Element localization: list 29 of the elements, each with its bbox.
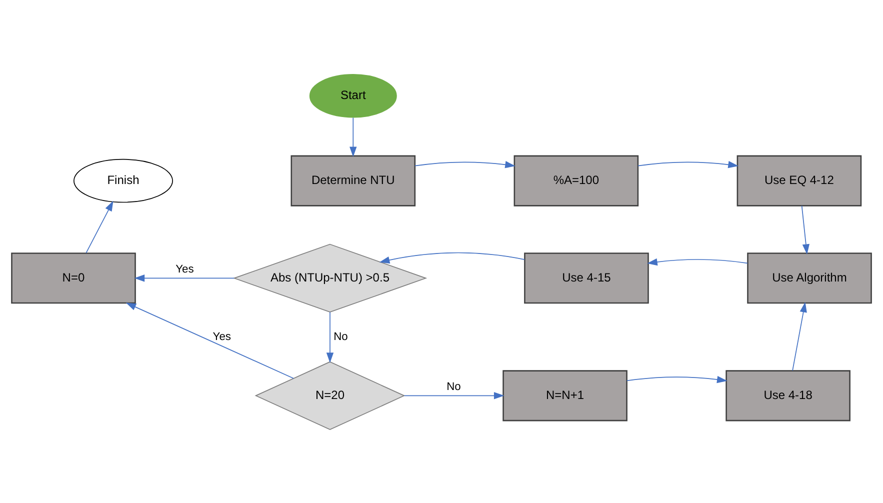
arrow (801, 204, 810, 254)
arrow (326, 311, 334, 362)
node-diamond: Abs (NTUp-NTU) >0.5 (232, 243, 428, 312)
node-box: Use 4-15 (524, 252, 649, 304)
node-box: N=0 (11, 252, 136, 304)
arrow (638, 160, 738, 168)
node-box: Use 4-18 (726, 370, 850, 421)
node-ellipse: Start (309, 74, 397, 118)
edge-label: No (446, 380, 461, 393)
node-box: N=N+1 (502, 370, 628, 421)
arrow (86, 200, 114, 253)
arrow (404, 392, 504, 399)
arrow (626, 375, 728, 383)
arrow (379, 252, 525, 264)
arrow (792, 302, 807, 371)
node-box: %A=100 (514, 154, 639, 206)
edge-label: Yes (176, 263, 194, 275)
edge-label: Yes (212, 330, 231, 342)
arrow (647, 258, 748, 266)
edge-label: No (334, 330, 348, 342)
node-box: Use EQ 4-12 (736, 154, 862, 206)
arrow (350, 116, 357, 157)
arrow (414, 160, 516, 168)
node-ellipse: Finish (74, 158, 173, 202)
arrow (126, 302, 294, 378)
node-box: Use Algorithm (747, 252, 872, 304)
node-box: Determine NTU (290, 154, 416, 206)
node-diamond: N=20 (254, 360, 406, 430)
arrow (134, 274, 235, 282)
